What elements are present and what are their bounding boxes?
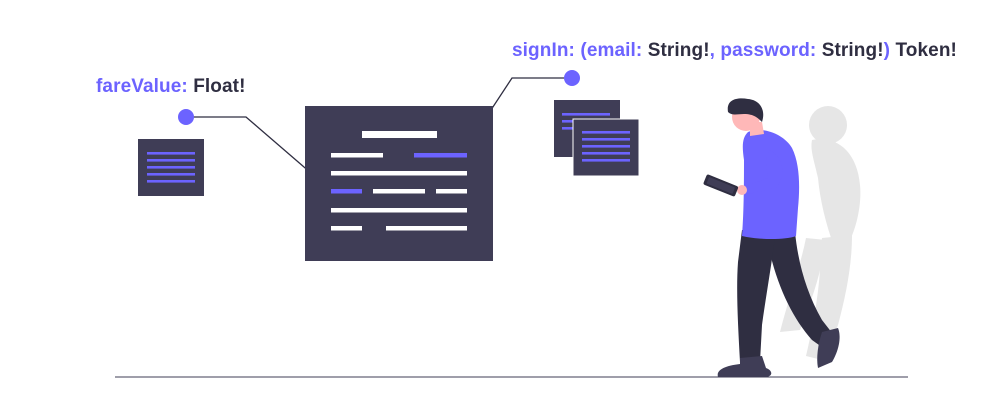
main-document (305, 106, 493, 261)
fare-value-dot (178, 109, 194, 125)
person-arm (746, 150, 783, 194)
sign-in-open-paren: ( (580, 40, 587, 61)
person-front-leg (737, 230, 776, 362)
fare-value-type: Float! (193, 76, 246, 97)
fare-value-key: fareValue: (96, 76, 188, 97)
sign-in-name: signIn: (512, 40, 575, 61)
fare-value-connector (186, 116, 334, 193)
small-document-left (138, 139, 204, 196)
email-key: email: (586, 40, 643, 61)
password-type: String! (821, 40, 884, 61)
person-back-leg (765, 230, 836, 350)
password-key: password: (720, 40, 817, 61)
stacked-documents (554, 100, 640, 177)
return-type: Token! (895, 40, 957, 61)
person-front-shoe (717, 356, 772, 377)
person-hair (727, 98, 764, 122)
sign-in-close-paren: ) (883, 40, 891, 61)
sign-in-dot (564, 70, 580, 86)
person-back-shoe (817, 328, 840, 368)
person-walking (703, 98, 840, 377)
person-hand (737, 185, 747, 195)
sign-in-comma: , (709, 40, 716, 61)
fare-value-label: fareValue: Float! (96, 76, 246, 98)
email-type: String! (647, 40, 710, 61)
sign-in-label: signIn: (email: String!, password: Strin… (512, 40, 957, 62)
tablet-device (703, 174, 739, 197)
